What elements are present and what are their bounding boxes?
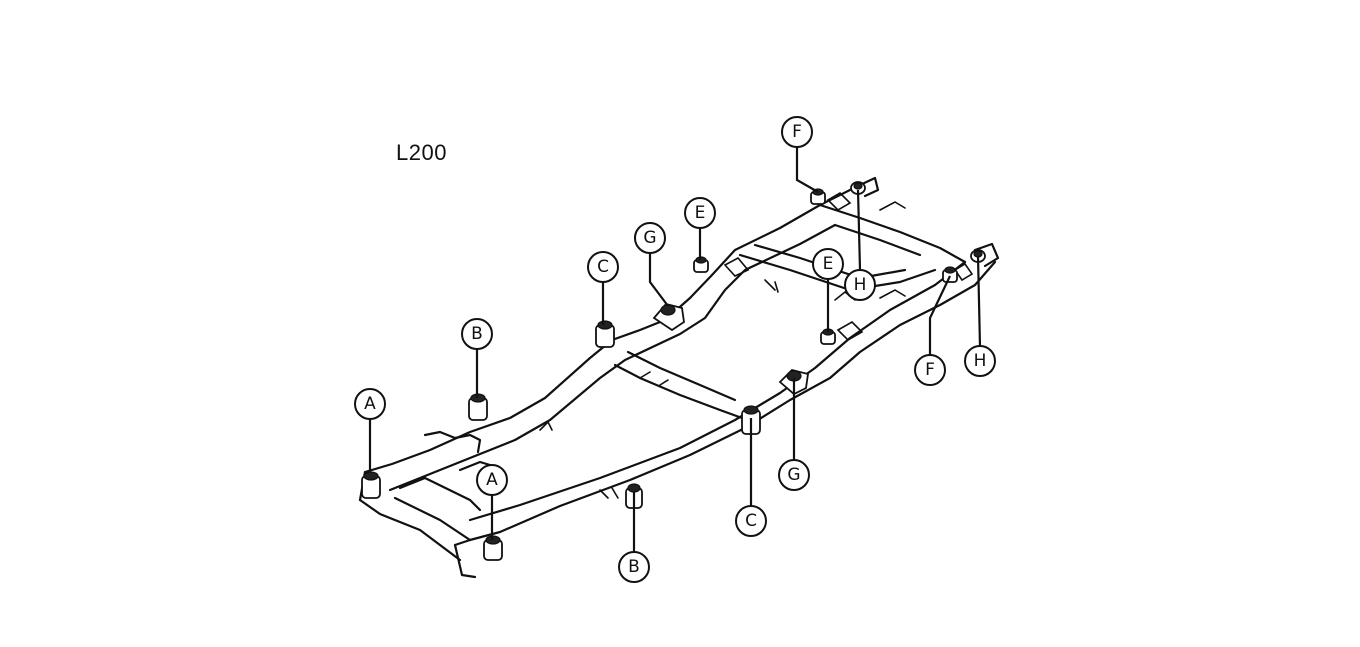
mount-a-front-left xyxy=(361,471,381,499)
svg-text:A: A xyxy=(364,394,376,414)
svg-text:G: G xyxy=(787,465,800,485)
callout-b-right: B xyxy=(618,551,650,583)
callout-a-front-right: A xyxy=(476,464,508,496)
svg-text:C: C xyxy=(597,257,609,277)
callout-e-right: E xyxy=(812,248,844,280)
svg-text:B: B xyxy=(471,324,483,344)
callout-h-right: H xyxy=(964,345,996,377)
mount-c-left xyxy=(595,320,615,348)
model-label: L200 xyxy=(396,140,447,165)
mount-g-left xyxy=(652,302,685,332)
mount-h-left xyxy=(850,181,866,195)
callout-f-left: F xyxy=(781,116,813,148)
mount-e-left xyxy=(693,256,709,273)
svg-text:B: B xyxy=(628,557,640,577)
svg-text:C: C xyxy=(745,511,757,531)
callout-c-right: C xyxy=(735,505,767,537)
callout-e-left: E xyxy=(684,197,716,229)
svg-text:E: E xyxy=(823,254,834,274)
body-mounts xyxy=(361,181,986,561)
callout-b-left: B xyxy=(461,318,493,350)
svg-text:G: G xyxy=(643,228,656,248)
chassis-frame xyxy=(358,176,1000,579)
leader-lines xyxy=(368,146,982,553)
svg-text:F: F xyxy=(925,360,935,380)
callout-c-left: C xyxy=(587,251,619,283)
callout-f-right: F xyxy=(914,354,946,386)
svg-text:H: H xyxy=(854,275,867,295)
svg-text:E: E xyxy=(695,203,706,223)
svg-text:H: H xyxy=(974,351,987,371)
mount-f-right xyxy=(942,266,958,283)
callouts: A A B B C C E E xyxy=(354,116,996,583)
svg-text:F: F xyxy=(792,122,802,142)
svg-text:A: A xyxy=(486,470,498,490)
callout-a-front-left: A xyxy=(354,388,386,420)
callout-g-right: G xyxy=(778,459,810,491)
callout-g-left: G xyxy=(634,222,666,254)
callout-h-left: H xyxy=(844,269,876,301)
